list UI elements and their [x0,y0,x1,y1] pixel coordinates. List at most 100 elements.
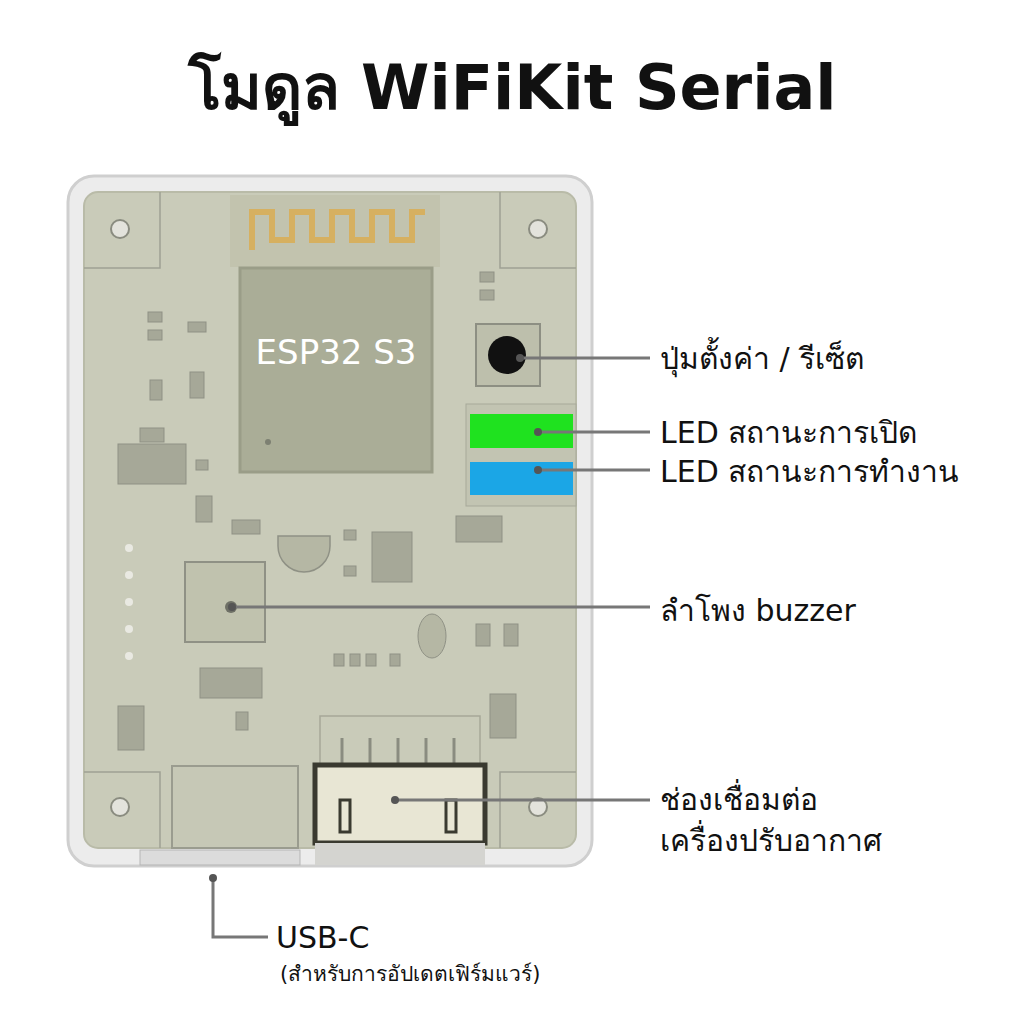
board-detail [534,428,542,436]
title: โมดูล WiFiKit Serial [0,46,1024,130]
connector-outline [320,716,480,770]
board-detail [480,290,494,300]
board-detail [200,668,262,698]
board-detail [84,772,160,848]
word: ESP32 [256,332,363,372]
mount-holes [111,220,547,816]
word: WiFiKit [361,51,613,124]
smd-parts [118,272,518,750]
board-detail [529,220,547,238]
board-detail [500,772,576,848]
word: ปุ่มตั้งค่า [660,341,770,376]
board-detail [391,796,399,804]
board-detail [228,603,236,611]
button-body [476,324,540,386]
board-detail [125,598,133,606]
board-detail [125,625,133,633]
board-detail [190,372,204,398]
board-detail [344,530,356,540]
connector-latch [340,800,350,832]
leader-lines [213,358,650,937]
callout-label: ลำโพง buzzer [660,590,856,631]
antenna-area [230,195,440,267]
board-detail [500,192,576,268]
chip-label-box: ESP32 S3 [244,320,428,384]
word: สถานะการเปิด [728,415,917,450]
board-detail [372,532,412,582]
word: เครื่องปรับอากาศ [660,823,882,858]
board-detail [344,566,356,576]
header-dots [125,544,133,660]
led-frame [466,404,576,506]
board-detail [480,272,494,282]
word: ช่องเชื่อมต่อ [660,782,818,817]
board-detail [140,428,164,442]
board-detail [538,469,650,472]
board-detail [125,652,133,660]
callout-label: ช่องเชื่อมต่อ เครื่องปรับอากาศ [660,779,940,861]
board-detail [196,460,208,470]
board-detail [476,624,490,646]
board-detail [390,654,400,666]
connector-body [315,765,485,843]
corner-notches [84,192,576,848]
board-detail [148,312,162,322]
word: โมดูล [188,51,340,124]
word: (สำหรับการอัปเดตเฟิร์มแวร์) [280,962,540,986]
word: สถานะการทำงาน [728,454,959,489]
connector-latch [446,800,456,832]
word: Serial [635,51,837,124]
board-detail [232,606,650,609]
esp-module [240,268,432,472]
board-detail [118,444,186,484]
board-detail [538,431,650,434]
board-detail [125,544,133,552]
board-detail [350,654,360,666]
pcb [84,192,576,848]
board-detail [118,706,144,750]
word: buzzer [756,593,856,628]
board-detail [111,220,129,238]
callout-label: LED สถานะการทำงาน [660,451,959,492]
regulator [278,536,330,572]
board-detail [520,357,650,360]
word: / [780,341,790,376]
chip-label: ESP32 S3 [256,332,417,372]
button-cap [488,336,526,374]
buzzer-hole [225,601,237,613]
word: LED [660,454,719,489]
antenna-trace [252,212,425,250]
board-detail [209,874,217,882]
board-detail [490,694,516,738]
usb-c-tab [140,850,300,865]
board-detail [188,322,206,332]
board-detail [366,654,376,666]
board-detail [196,496,212,522]
callout-note: (สำหรับการอัปเดตเฟิร์มแวร์) [280,960,540,988]
board-detail [111,798,129,816]
leader-dots [209,354,542,882]
word: รีเซ็ต [799,341,864,376]
housing [68,176,592,866]
board-detail [213,878,268,937]
board-detail [395,799,650,802]
status-led [470,462,573,495]
usb-c-port [172,766,298,848]
board-detail [150,380,162,400]
word: USB-C [276,920,369,955]
pin-dot [265,439,271,445]
board-detail [84,192,160,268]
connector-face [315,843,485,865]
word: ลำโพง [660,593,746,628]
board-detail [516,354,524,362]
crystal [418,614,446,658]
callout-label: LED สถานะการเปิด [660,412,917,453]
board-detail [334,654,344,666]
board-detail [125,571,133,579]
buzzer-body [185,562,265,642]
board-detail [236,712,248,730]
callout-label: USB-C [276,917,369,958]
board-detail [232,520,260,534]
callout-label: ปุ่มตั้งค่า / รีเซ็ต [660,338,864,379]
